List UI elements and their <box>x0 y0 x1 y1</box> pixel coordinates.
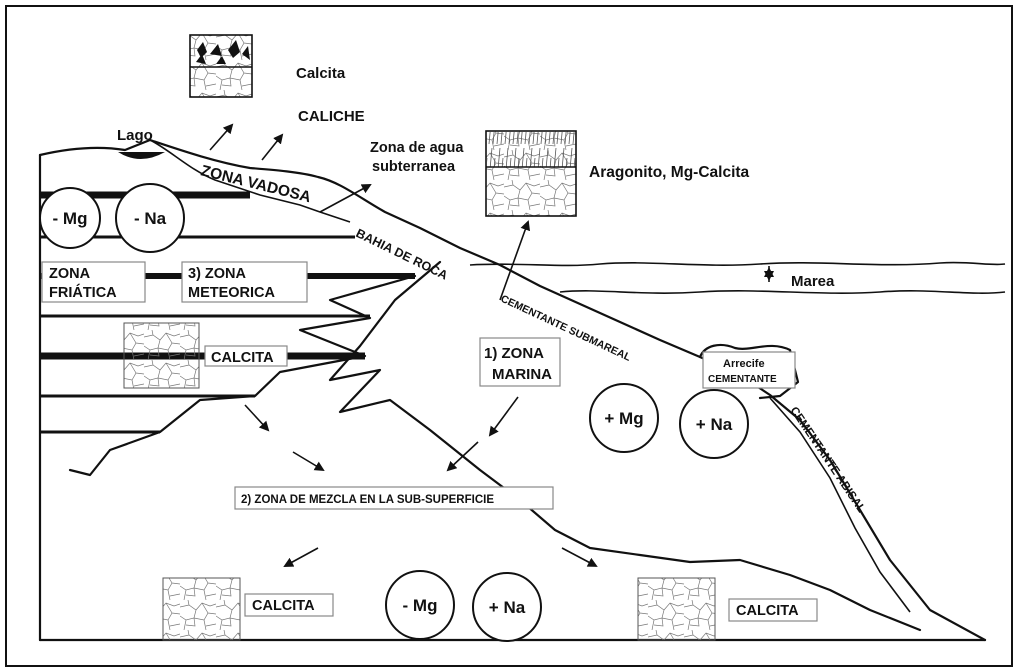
ion-label-na-bottom: + Na <box>489 598 526 617</box>
low-tide-line <box>559 290 1006 294</box>
meteoric-zone-boundary <box>68 274 417 477</box>
label-zona-agua-2: subterranea <box>372 159 456 175</box>
calcita-br-box <box>728 598 818 622</box>
ion-label-mg-bottom: - Mg <box>403 596 438 615</box>
label-zona-friatica-1: ZONA <box>49 266 91 282</box>
label-zona-mezcla: 2) ZONA DE MEZCLA EN LA SUB-SUPERFICIE <box>241 494 494 506</box>
arrecife-box <box>702 351 796 389</box>
calcite-mosaic-bottom-left <box>162 577 241 641</box>
reef-shape <box>698 343 800 400</box>
calcite-mosaic-mid <box>123 322 200 389</box>
label-zona-friatica-2: FRIÁTICA <box>49 284 117 301</box>
label-zona-meteorica-2: METEORICA <box>188 285 276 301</box>
ion-label-mg-top: - Mg <box>53 209 88 228</box>
zona-mezcla-box <box>234 486 554 510</box>
label-zona-marina-1: 1) ZONA <box>484 345 544 362</box>
label-zona-meteorica-1: 3) ZONA <box>188 266 247 282</box>
zona-friatica-box <box>41 261 146 303</box>
calcita-mid-box <box>204 345 288 367</box>
label-marea: Marea <box>791 273 835 290</box>
flow-arrows <box>209 123 774 567</box>
lake-shape <box>118 152 165 159</box>
label-calcita-br: CALCITA <box>736 603 799 619</box>
ion-circles <box>39 183 749 642</box>
label-calcita-bl: CALCITA <box>252 598 315 614</box>
label-arrecife-2: CEMENTANTE <box>708 374 777 385</box>
vadose-zone-band <box>149 139 351 223</box>
label-zona-agua-1: Zona de agua <box>370 140 464 156</box>
label-caliche: CALICHE <box>298 108 365 125</box>
calcite-mosaic-bottom-right <box>637 577 716 641</box>
label-calcita-top: Calcita <box>296 65 346 82</box>
label-lago: Lago <box>117 127 153 144</box>
aragonite-crystal-box <box>485 130 577 217</box>
label-calcita-mid: CALCITA <box>211 350 274 366</box>
sea-surface-line <box>469 261 1006 267</box>
label-arrecife-1: Arrecife <box>723 358 765 370</box>
ion-label-na-top: - Na <box>134 209 167 228</box>
ion-label-na-marine: + Na <box>696 415 733 434</box>
calcite-crystal-box <box>189 34 253 98</box>
label-zona-marina-2: MARINA <box>492 366 552 383</box>
zona-marina-box <box>479 337 561 387</box>
calcita-bl-box <box>244 593 334 617</box>
land-surface <box>38 138 987 642</box>
ion-label-mg-marine: + Mg <box>604 409 643 428</box>
zona-meteorica-box <box>181 261 308 303</box>
label-aragonito: Aragonito, Mg-Calcita <box>589 164 750 181</box>
abyssal-cement-band <box>769 397 911 613</box>
